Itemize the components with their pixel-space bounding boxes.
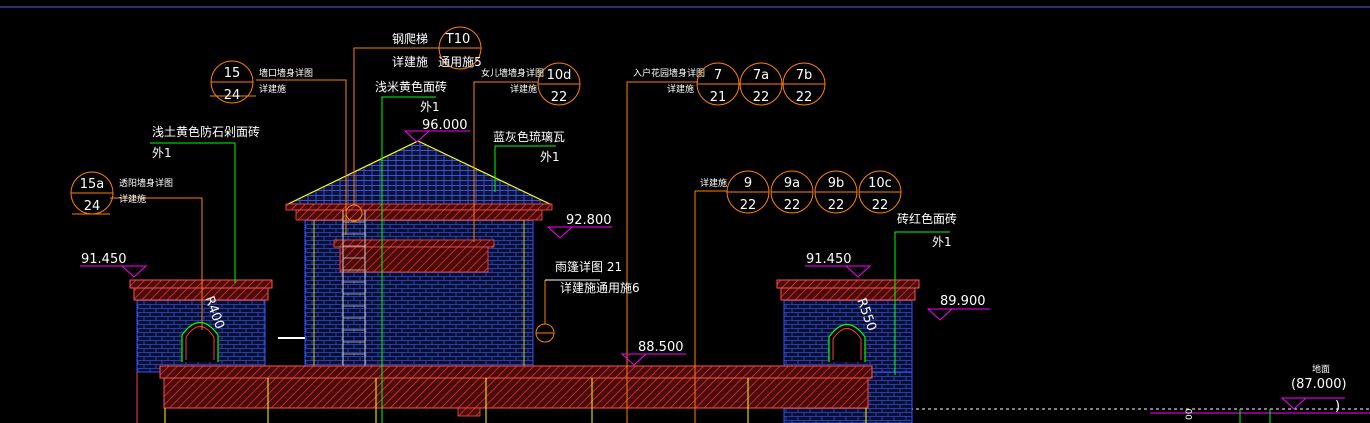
callout-7-bottom-0: 21: [710, 90, 727, 105]
callout-t10-label-bottom: 详建施: [392, 54, 428, 69]
elev-ground: (87.000): [1291, 377, 1347, 392]
callout-15-note-b: 详建施: [259, 83, 286, 95]
callout-t10-label-top: 钢爬梯: [392, 32, 428, 46]
ladder: [342, 210, 366, 370]
canopy-bracket: [535, 280, 555, 343]
material-yellow-tile-code: 外1: [420, 100, 440, 114]
callout-7-top-2: 7b: [796, 68, 813, 83]
callout-10d-bottom: 22: [551, 90, 568, 105]
material-brick-code: 外1: [932, 235, 952, 249]
callout-10d-top: 10d: [547, 68, 572, 83]
material-glazed-code: 外1: [540, 150, 560, 164]
callout-10d-note-a: 女儿墙墙身详图: [481, 67, 544, 79]
callout-7-bottom-1: 22: [753, 90, 770, 105]
material-labels: 浅米黄色面砖 外1 浅土黄色防石剁面砖 外1 蓝灰色琉璃瓦 外1 砖红色面砖 外…: [152, 79, 957, 249]
callout-9-bottom-2: 22: [828, 198, 845, 213]
central-tower: [278, 140, 553, 371]
elev-ground-paren: ): [1335, 399, 1340, 414]
left-pier: [129, 279, 273, 423]
long-wall: [159, 365, 873, 423]
material-glazed: 蓝灰色琉璃瓦: [493, 130, 565, 144]
callout-7-note-a: 入户花园墙身详图: [633, 67, 705, 79]
callout-9-top-0: 9: [744, 176, 752, 191]
callout-7-bottom-2: 22: [796, 90, 813, 105]
material-brick: 砖红色面砖: [897, 211, 957, 226]
leader-lines: [72, 47, 950, 423]
callout-9-top-1: 9a: [784, 176, 800, 191]
edge-mark: 00: [1185, 408, 1195, 420]
callout-7-top-1: 7a: [753, 68, 769, 83]
callout-15a-top: 15a: [80, 177, 105, 192]
material-yellow-tile: 浅米黄色面砖: [375, 79, 447, 94]
callout-15a-note-a: 透阳墙身详图: [119, 177, 173, 189]
callout-9-bottom-0: 22: [740, 198, 757, 213]
tower-roof: [285, 140, 553, 206]
callout-15-top: 15: [224, 66, 241, 81]
callout-15a-note-b: 详建施: [119, 193, 146, 205]
callout-7-top-0: 7: [714, 68, 722, 83]
callout-10d: 10d 22 女儿墙墙身详图 详建施: [481, 62, 581, 106]
callout-7-note-b: 详建施: [667, 83, 694, 95]
callout-9-note: 详建施: [700, 177, 727, 189]
callout-10d-note-b: 详建施: [510, 83, 537, 95]
callout-t10-bottom: 通用施5: [438, 55, 482, 69]
callout-15: 15 24 墙口墙身详图 详建施: [210, 60, 313, 104]
elev-top: 96.000: [422, 118, 468, 133]
elev-ground-label: 地面: [1312, 363, 1330, 375]
elev-right-low: 89.900: [940, 294, 986, 309]
canopy-line1: 雨篷详图 21: [555, 259, 622, 274]
elev-left-parapet: 91.450: [81, 252, 127, 267]
canopy-line2: 详建施通用施6: [560, 280, 640, 295]
callout-9-bottom-3: 22: [872, 198, 889, 213]
material-stone-code: 外1: [152, 146, 172, 160]
elev-right-parapet: 91.450: [806, 252, 852, 267]
callout-9-top-2: 9b: [828, 176, 845, 191]
callout-7-group: 入户花园墙身详图 详建施 7 21 7a 22 7b 22: [633, 62, 826, 106]
callout-15-bottom: 24: [224, 88, 241, 103]
elevation-marks: 96.000 92.800 91.450 91.450 89.900 88.50…: [80, 118, 1347, 414]
callout-9-group: 详建施 9 22 9a 22 9b 22 10c 22: [700, 170, 902, 214]
callout-15-note-a: 墙口墙身详图: [259, 67, 313, 79]
callout-15a-bottom: 24: [84, 199, 101, 214]
canopy-callout: 雨篷详图 21 详建施通用施6: [555, 259, 640, 295]
callout-t10: T10 通用施5 钢爬梯 详建施: [392, 26, 482, 70]
material-stone: 浅土黄色防石剁面砖: [152, 124, 260, 139]
elev-canopy: 88.500: [638, 340, 684, 355]
callout-9-bottom-1: 22: [784, 198, 801, 213]
elev-roof-edge: 92.800: [566, 213, 612, 228]
callout-15a: 15a 24 透阳墙身详图 详建施: [70, 171, 173, 215]
callout-9-top-3: 10c: [868, 176, 892, 191]
callout-t10-top: T10: [445, 32, 470, 47]
